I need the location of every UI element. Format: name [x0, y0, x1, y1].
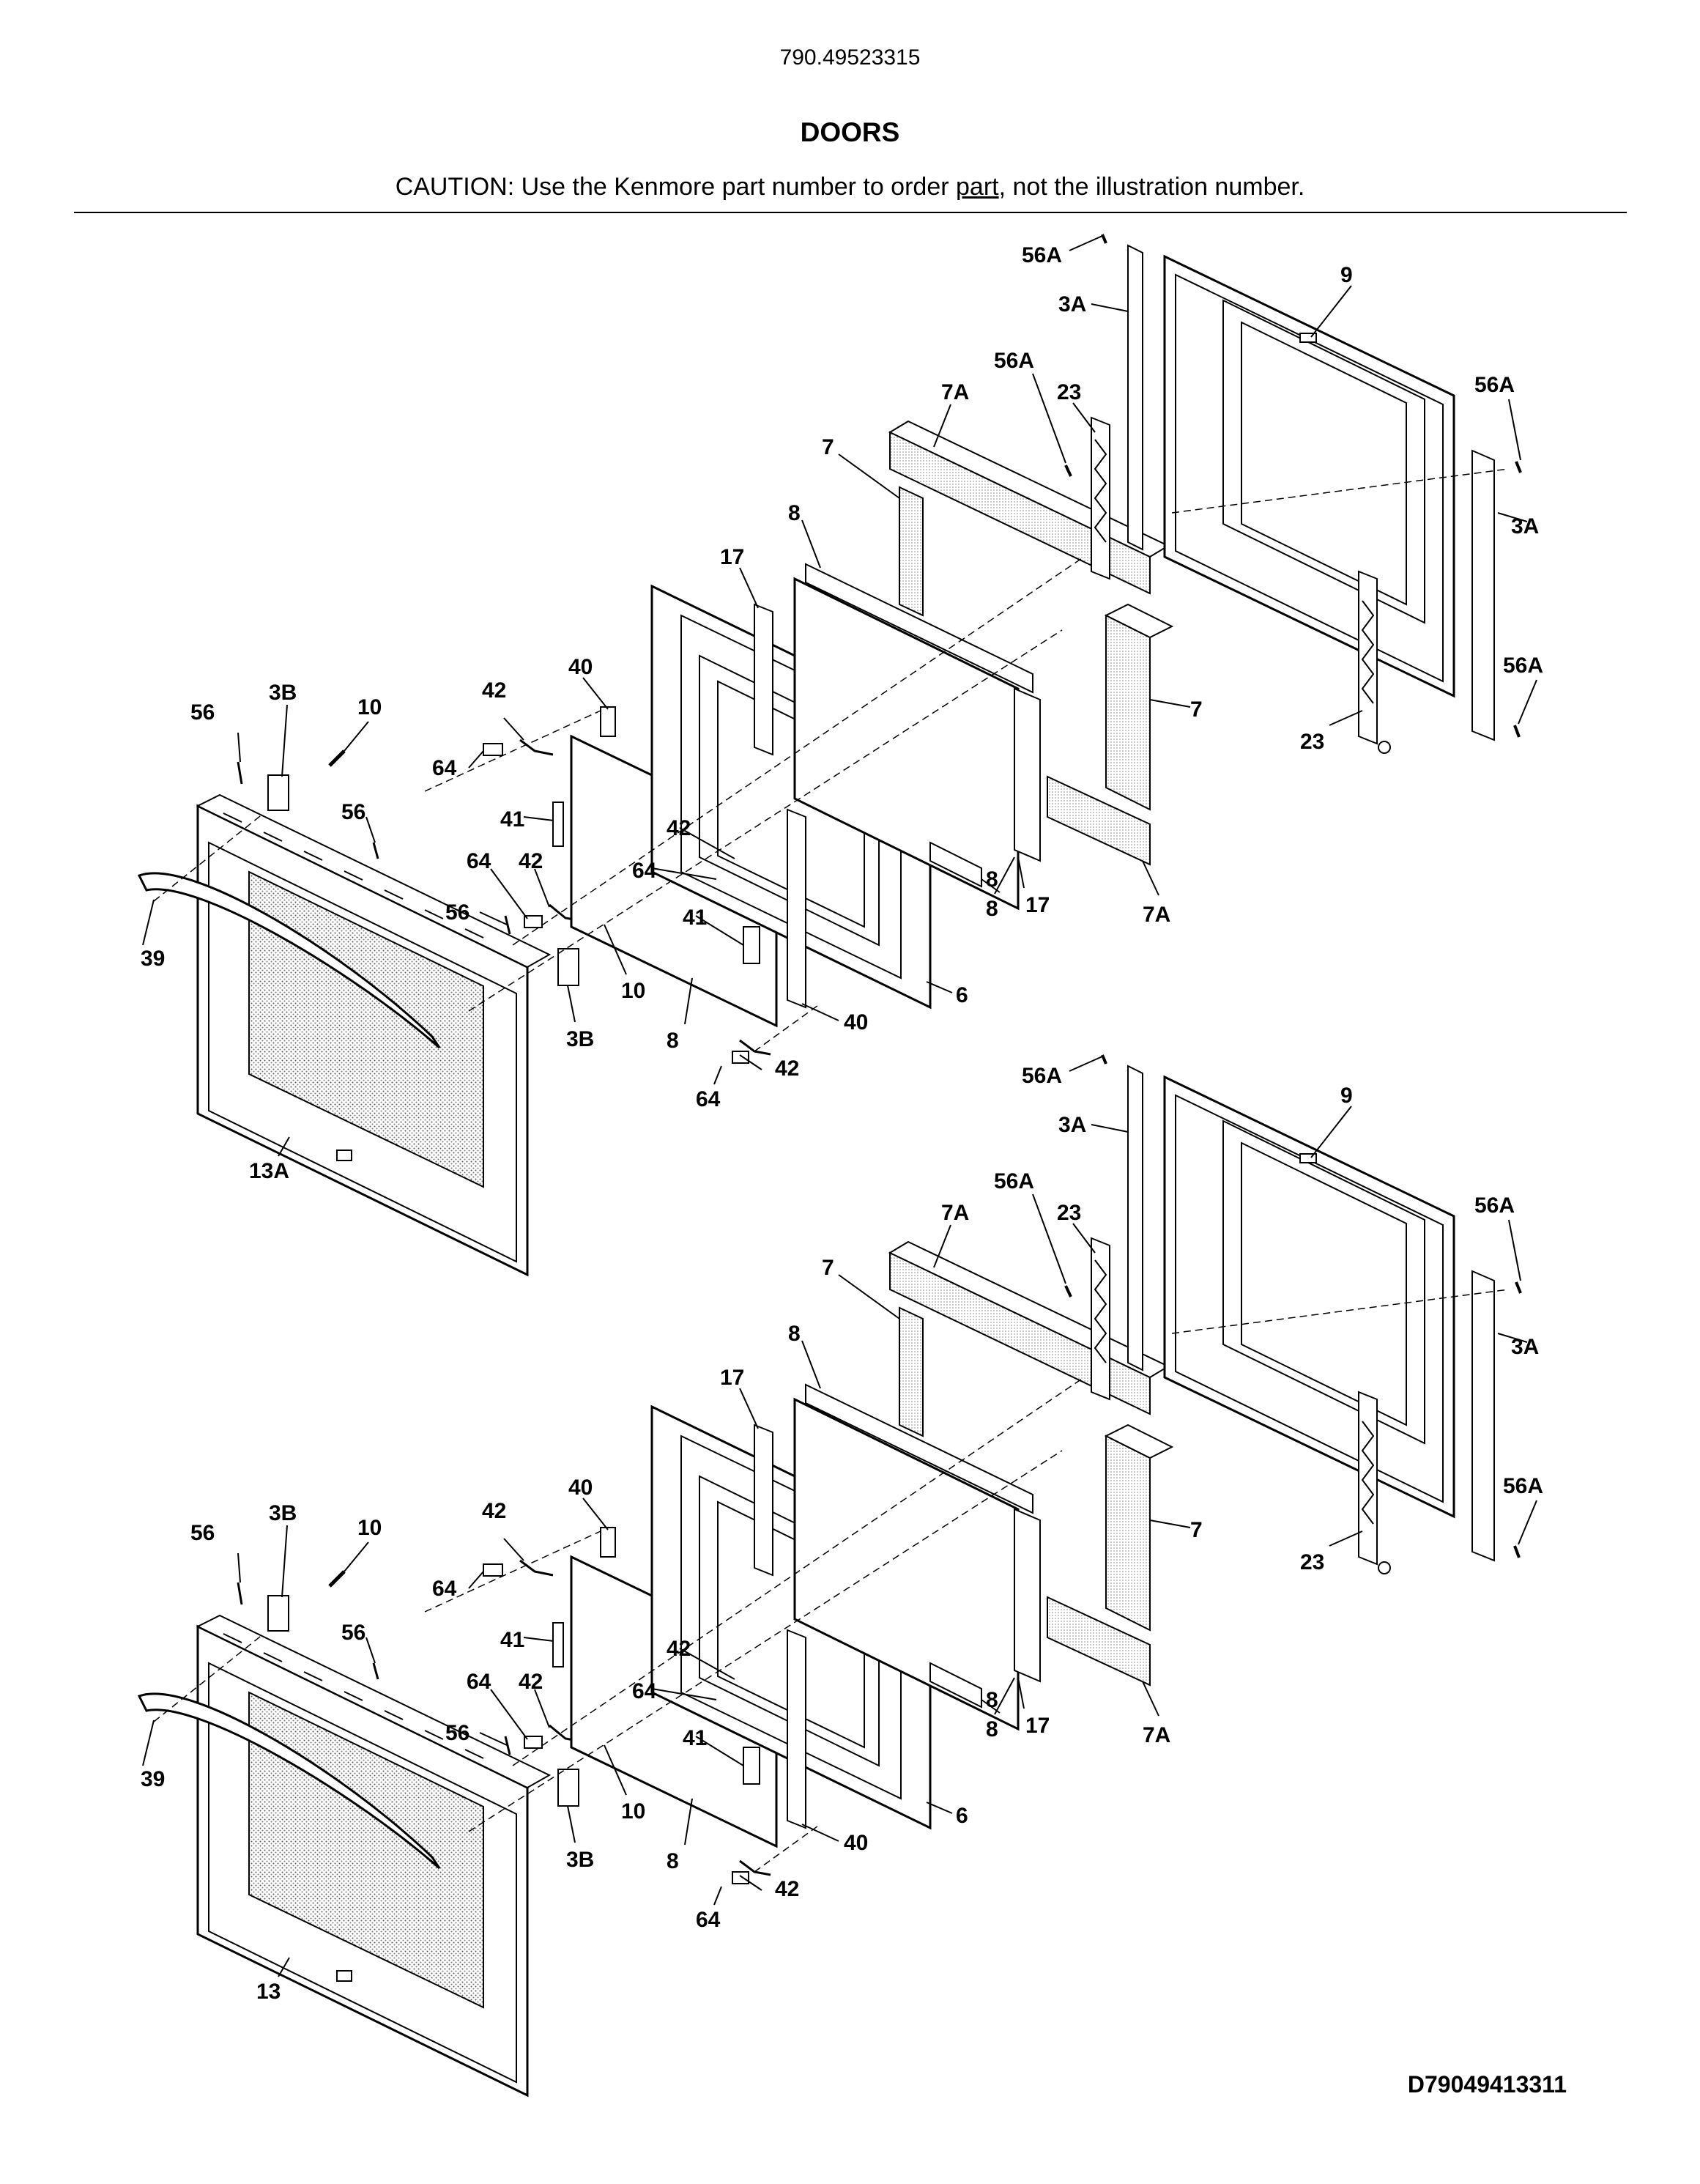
callout: 42	[519, 849, 543, 873]
callout: 17	[720, 1366, 744, 1390]
callout: 3B	[566, 1027, 594, 1051]
callout: 56	[190, 1521, 215, 1545]
callout: 3A	[1058, 292, 1086, 317]
callout: 6	[956, 983, 968, 1007]
callout: 64	[696, 1908, 721, 1932]
callout: 3A	[1511, 1335, 1539, 1359]
callout: 41	[500, 807, 524, 832]
callout: 42	[667, 1637, 691, 1661]
callout: 64	[467, 849, 491, 873]
callout: 9	[1340, 263, 1353, 287]
caution-note: CAUTION: Use the Kenmore part number to …	[0, 173, 1700, 201]
callout: 7A	[941, 380, 969, 404]
callout: 42	[775, 1056, 799, 1081]
callout: 3A	[1058, 1113, 1086, 1137]
callout: 56A	[1474, 1193, 1515, 1218]
page-title: DOORS	[800, 117, 900, 147]
callout: 8	[986, 867, 998, 892]
callout: 41	[500, 1628, 524, 1652]
callout: 42	[519, 1670, 543, 1694]
diagram-id: D79049413311	[1407, 2071, 1567, 2098]
callout: 17	[1025, 1714, 1050, 1738]
callout: 8	[986, 897, 998, 921]
callout: 56	[445, 900, 469, 925]
caution-suffix: , not the illustration number.	[998, 173, 1305, 201]
callout: 3B	[269, 1501, 297, 1525]
callout: 10	[621, 979, 645, 1003]
callout: 23	[1057, 1201, 1081, 1225]
callout: 40	[844, 1010, 868, 1034]
callout: 23	[1300, 1550, 1324, 1574]
callout: 3B	[269, 681, 297, 705]
callout: 64	[632, 859, 657, 883]
callout: 7	[1190, 1518, 1203, 1542]
callout: 17	[1025, 893, 1050, 917]
callout: 3B	[566, 1848, 594, 1872]
callout: 7A	[1143, 903, 1170, 927]
callout: 23	[1057, 380, 1081, 404]
callout: 56A	[1022, 1064, 1062, 1088]
callout: 42	[482, 1499, 506, 1523]
callout: 42	[482, 678, 506, 703]
callout: 13	[256, 1980, 281, 2004]
callout: 8	[788, 1322, 801, 1346]
callout: 7A	[1143, 1723, 1170, 1747]
callout: 40	[568, 655, 593, 679]
callout: 56A	[1503, 654, 1543, 678]
callout: 7	[822, 435, 834, 459]
callout: 56	[190, 700, 215, 725]
callout: 10	[357, 695, 382, 719]
callout: 13A	[249, 1159, 289, 1183]
callout: 8	[667, 1029, 679, 1053]
callout: 8	[667, 1849, 679, 1873]
callout: 8	[788, 501, 801, 525]
model-number: 790.49523315	[779, 45, 921, 70]
callout: 56	[445, 1721, 469, 1745]
upper-door-assembly	[139, 234, 1521, 1275]
callout: 9	[1340, 1084, 1353, 1108]
callout: 41	[683, 1726, 707, 1750]
callout: 39	[141, 947, 165, 971]
callout-labels: 56A 3A 9 7A 56A 23 56A 7 3A 8 17 40 56A …	[141, 243, 1543, 2004]
caution-part-link[interactable]: part	[956, 173, 999, 201]
callout: 17	[720, 545, 744, 569]
leader-lines	[142, 235, 1537, 1977]
callout: 64	[432, 756, 457, 780]
callout: 7A	[941, 1201, 969, 1225]
callout: 64	[467, 1670, 491, 1694]
callout: 7	[822, 1256, 834, 1280]
lower-door-assembly	[139, 1055, 1521, 2095]
callout: 8	[986, 1717, 998, 1741]
callout: 6	[956, 1804, 968, 1828]
callout: 40	[844, 1831, 868, 1855]
callout: 7	[1190, 697, 1203, 722]
callout: 3A	[1511, 514, 1539, 538]
callout: 56A	[1474, 373, 1515, 397]
callout: 64	[632, 1679, 657, 1703]
callout: 42	[667, 816, 691, 840]
callout: 42	[775, 1877, 799, 1901]
callout: 10	[621, 1799, 645, 1824]
callout: 23	[1300, 730, 1324, 754]
callout: 8	[986, 1688, 998, 1712]
callout: 64	[696, 1087, 721, 1111]
callout: 10	[357, 1516, 382, 1540]
caution-prefix: CAUTION: Use the Kenmore part number to …	[395, 173, 957, 201]
header-divider	[74, 212, 1627, 213]
callout: 56A	[994, 349, 1034, 373]
callout: 64	[432, 1577, 457, 1601]
callout: 56	[341, 800, 365, 824]
callout: 56A	[1022, 243, 1062, 267]
callout: 41	[683, 906, 707, 930]
callout: 56A	[1503, 1474, 1543, 1498]
callout: 56	[341, 1621, 365, 1645]
callout: 56A	[994, 1169, 1034, 1193]
callout: 39	[141, 1767, 165, 1791]
callout: 40	[568, 1476, 593, 1500]
